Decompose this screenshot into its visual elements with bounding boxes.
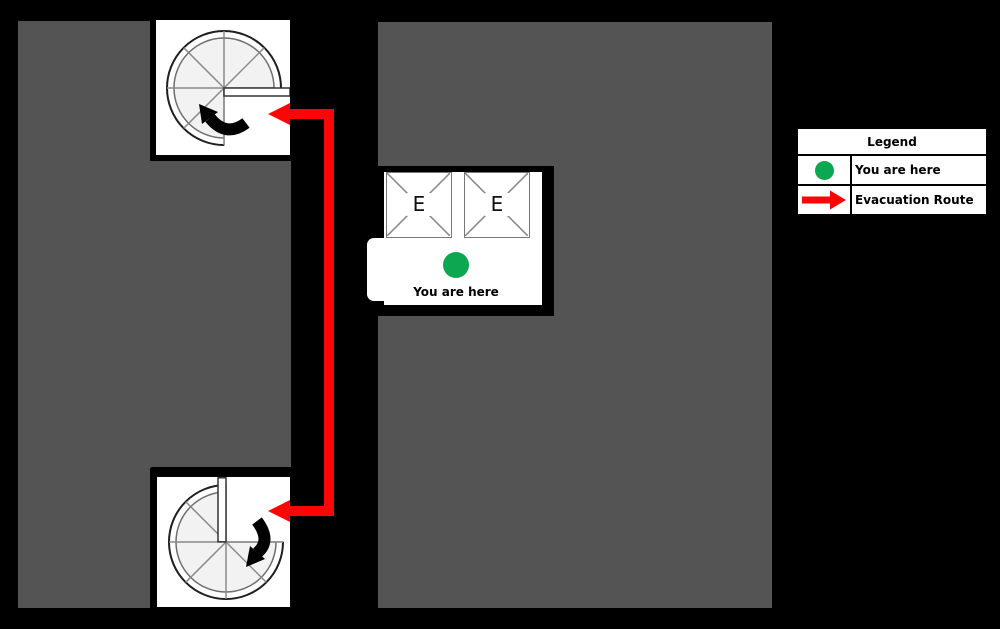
legend-title: Legend — [798, 129, 986, 156]
stair-direction-arrow-icon — [246, 517, 271, 567]
elevator-label: E — [406, 193, 432, 217]
stair-landing — [217, 477, 227, 543]
stair-landing — [223, 87, 290, 97]
stairwell-top-room — [156, 20, 290, 155]
you-are-here-label: You are here — [413, 285, 499, 299]
spiral-staircase-bottom-icon — [168, 477, 284, 600]
stair-treads — [167, 31, 265, 145]
legend-item-label: You are here — [855, 163, 941, 177]
legend-item-label: Evacuation Route — [855, 193, 974, 207]
stairwell-bottom-room — [157, 477, 290, 607]
legend-row-you-are-here: You are here — [798, 156, 986, 186]
spiral-staircase-top-icon — [166, 30, 290, 146]
evacuation-route-path — [289, 109, 334, 516]
elevator-shaft-1: E — [386, 172, 452, 238]
legend-row-evacuation-route: Evacuation Route — [798, 186, 986, 214]
elevator-shaft-2: E — [464, 172, 530, 238]
legend-you-are-here-dot-icon — [814, 160, 834, 180]
building-west-wing — [18, 21, 151, 608]
legend-evacuation-route-arrow-icon — [802, 190, 846, 210]
building-west-wing-extension — [151, 161, 291, 467]
you-are-here-dot-icon — [443, 252, 469, 278]
elevator-label: E — [484, 193, 510, 217]
stair-treads — [169, 501, 283, 599]
legend-box: Legend You are here Evacuation Route — [796, 127, 988, 216]
stair-direction-arrow-icon — [199, 104, 250, 136]
